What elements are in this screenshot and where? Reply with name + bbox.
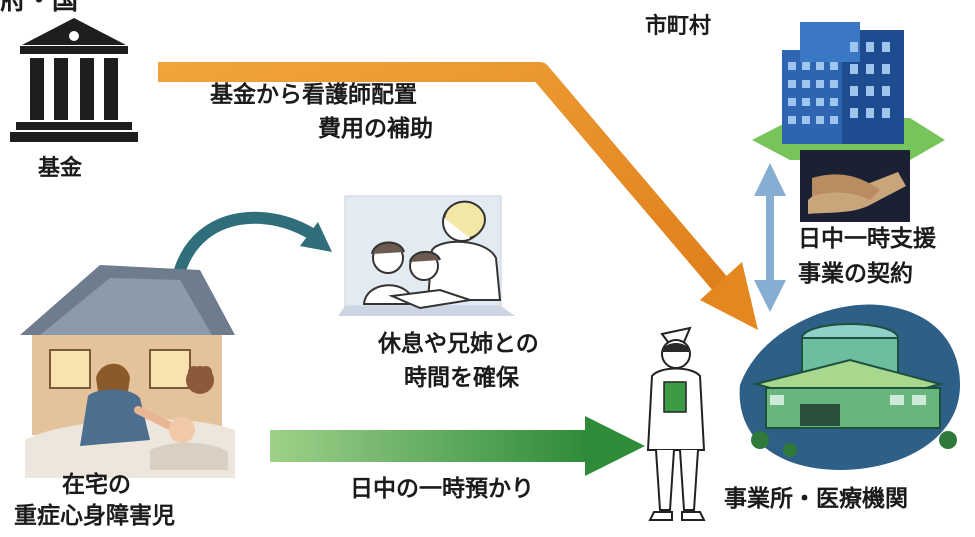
corner-header-text: 府・国 bbox=[0, 0, 79, 16]
municipality-label: 市町村 bbox=[645, 14, 712, 39]
subsidy-label-line1: 基金から看護師配置 bbox=[210, 82, 417, 108]
respite-arc-arrow bbox=[174, 211, 332, 276]
respite-label-line2: 時間を確保 bbox=[404, 365, 519, 391]
subsidy-label-line2: 費用の補助 bbox=[318, 116, 433, 142]
fund-label: 基金 bbox=[38, 156, 83, 181]
child-label-line2: 重症心身障害児 bbox=[14, 503, 175, 529]
child-label-line1: 在宅の bbox=[62, 472, 131, 498]
subsidy-arrow bbox=[158, 62, 758, 330]
contract-arrow bbox=[754, 163, 786, 312]
contract-label-line1: 日中一時支援 bbox=[798, 226, 936, 252]
respite-label-line1: 休息や兄姉との bbox=[378, 331, 539, 357]
contract-label-line2: 事業の契約 bbox=[798, 261, 913, 287]
daycare-label: 日中の一時預かり bbox=[350, 476, 534, 502]
daycare-arrow bbox=[270, 416, 645, 476]
facility-label: 事業所・医療機関 bbox=[724, 486, 908, 512]
